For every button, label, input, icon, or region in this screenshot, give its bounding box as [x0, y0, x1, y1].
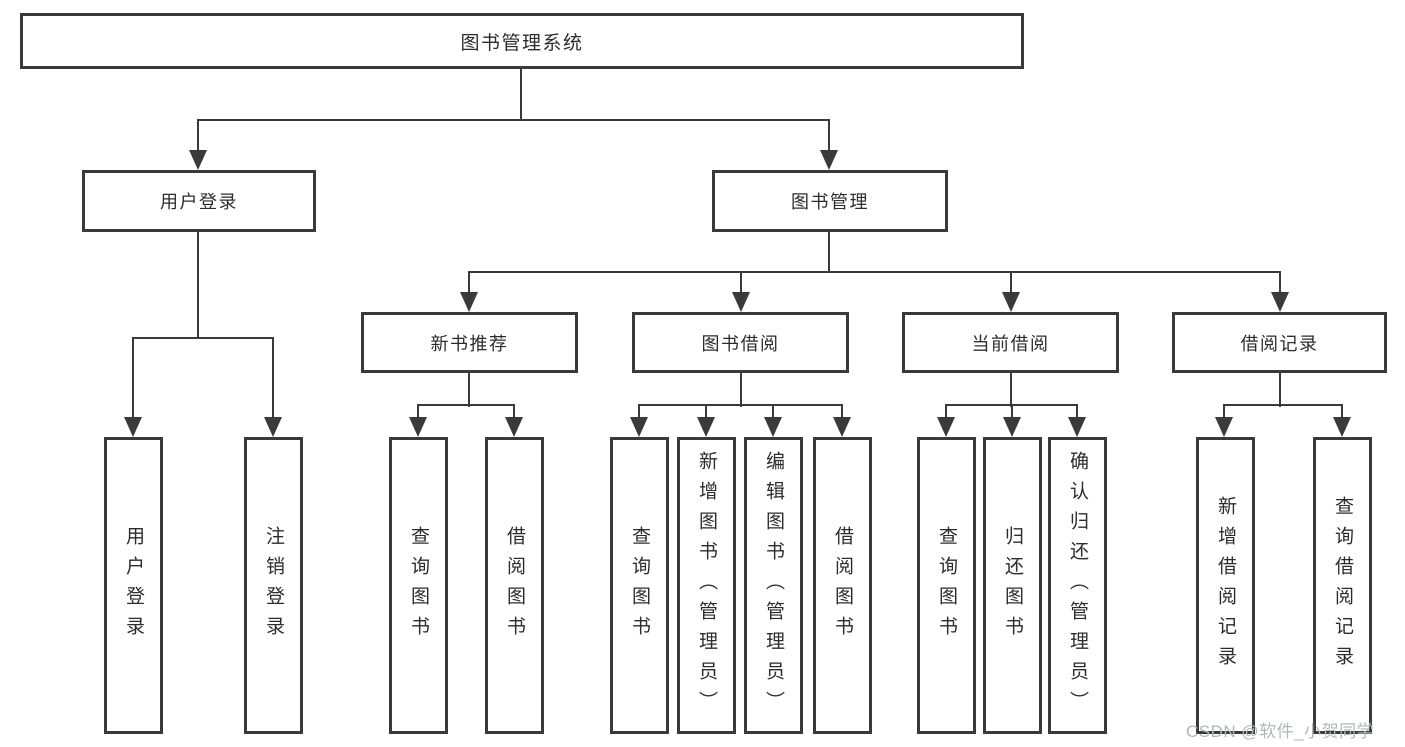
connector-drop-line — [705, 405, 707, 419]
connector-drop-line — [638, 405, 640, 419]
connector-drop-line — [417, 405, 419, 419]
leaf-br-add-record: 新增借阅记录 — [1196, 437, 1255, 734]
arrowhead-down-icon — [630, 417, 648, 437]
connector-stub — [740, 373, 742, 407]
arrowhead-down-icon — [764, 417, 782, 437]
connector-stub — [1010, 373, 1012, 407]
connector-drop-line — [740, 272, 742, 294]
arrowhead-down-icon — [1003, 417, 1021, 437]
node-user-login: 用户登录 — [82, 170, 316, 232]
arrowhead-down-icon — [1002, 292, 1020, 312]
leaf-bb-query-book: 查询图书 — [610, 437, 669, 734]
arrowhead-down-icon — [820, 150, 838, 170]
node-current-borrow: 当前借阅 — [902, 312, 1119, 373]
arrowhead-down-icon — [697, 417, 715, 437]
node-book-management-label: 图书管理 — [791, 192, 869, 212]
connector-rail — [1223, 404, 1343, 406]
connector-rail — [638, 404, 843, 406]
connector-drop-line — [772, 405, 774, 419]
arrowhead-down-icon — [1333, 417, 1351, 437]
connector-drop-line — [1279, 272, 1281, 294]
arrowhead-down-icon — [505, 417, 523, 437]
leaf-cb-return-book: 归还图书 — [983, 437, 1042, 734]
connector-rail — [417, 404, 515, 406]
node-user-login-label: 用户登录 — [160, 192, 238, 212]
connector-rail — [197, 119, 830, 121]
arrowhead-down-icon — [833, 417, 851, 437]
leaf-br-query-record: 查询借阅记录 — [1313, 437, 1372, 734]
connector-drop-line — [1010, 272, 1012, 294]
connector-drop-line — [1223, 405, 1225, 419]
leaf-br-add-record-label: 新增借阅记录 — [1215, 495, 1236, 676]
connector-drop-line — [1076, 405, 1078, 419]
node-new-book-recommend-label: 新书推荐 — [430, 333, 509, 354]
leaf-rec-borrow-book: 借阅图书 — [485, 437, 544, 734]
arrowhead-down-icon — [937, 417, 955, 437]
leaf-rec-query-book: 查询图书 — [389, 437, 448, 734]
node-book-borrow: 图书借阅 — [632, 312, 849, 373]
arrowhead-down-icon — [264, 417, 282, 437]
arrowhead-down-icon — [1215, 417, 1233, 437]
connector-rail — [468, 271, 1281, 273]
connector-stub — [828, 232, 830, 273]
connector-drop-line — [1011, 405, 1013, 419]
connector-drop-line — [197, 120, 199, 152]
connector-stub — [520, 69, 522, 121]
node-borrow-records-label: 借阅记录 — [1240, 333, 1319, 354]
arrowhead-down-icon — [1068, 417, 1086, 437]
connector-drop-line — [828, 120, 830, 152]
node-root: 图书管理系统 — [20, 13, 1024, 69]
node-book-management: 图书管理 — [712, 170, 948, 232]
leaf-bb-borrow-book-label: 借阅图书 — [832, 525, 853, 646]
node-borrow-records: 借阅记录 — [1172, 312, 1387, 373]
arrowhead-down-icon — [409, 417, 427, 437]
node-book-borrow-label: 图书借阅 — [701, 333, 780, 354]
leaf-user-login: 用户登录 — [104, 437, 163, 734]
leaf-logout: 注销登录 — [244, 437, 303, 734]
leaf-cb-return-book-label: 归还图书 — [1002, 525, 1023, 646]
connector-drop-line — [1341, 405, 1343, 419]
leaf-logout-label: 注销登录 — [263, 525, 284, 646]
connector-drop-line — [945, 405, 947, 419]
arrowhead-down-icon — [124, 417, 142, 437]
arrowhead-down-icon — [460, 292, 478, 312]
connector-drop-line — [272, 338, 274, 419]
node-root-label: 图书管理系统 — [460, 32, 584, 54]
leaf-cb-confirm-return-label: 确认归还（管理员） — [1067, 450, 1088, 721]
leaf-bb-edit-book: 编辑图书（管理员） — [744, 437, 803, 734]
connector-drop-line — [468, 272, 470, 294]
leaf-bb-edit-book-label: 编辑图书（管理员） — [763, 450, 784, 721]
arrowhead-down-icon — [1271, 292, 1289, 312]
connector-drop-line — [513, 405, 515, 419]
leaf-rec-borrow-book-label: 借阅图书 — [504, 525, 525, 646]
connector-rail — [132, 337, 274, 339]
connector-drop-line — [841, 405, 843, 419]
leaf-cb-query-book-label: 查询图书 — [936, 525, 957, 646]
arrowhead-down-icon — [189, 150, 207, 170]
leaf-bb-borrow-book: 借阅图书 — [813, 437, 872, 734]
connector-stub — [197, 232, 199, 339]
connector-stub — [1279, 373, 1281, 407]
leaf-user-login-label: 用户登录 — [123, 525, 144, 646]
leaf-rec-query-book-label: 查询图书 — [408, 525, 429, 646]
leaf-bb-add-book: 新增图书（管理员） — [677, 437, 736, 734]
connector-drop-line — [132, 338, 134, 419]
csdn-watermark: CSDN @软件_小贺同学 — [1186, 722, 1375, 741]
leaf-cb-confirm-return: 确认归还（管理员） — [1048, 437, 1107, 734]
node-current-borrow-label: 当前借阅 — [971, 333, 1050, 354]
arrowhead-down-icon — [732, 292, 750, 312]
connector-stub — [468, 373, 470, 407]
leaf-cb-query-book: 查询图书 — [917, 437, 976, 734]
leaf-br-query-record-label: 查询借阅记录 — [1332, 495, 1353, 676]
leaf-bb-query-book-label: 查询图书 — [629, 525, 650, 646]
leaf-bb-add-book-label: 新增图书（管理员） — [696, 450, 717, 721]
node-new-book-recommend: 新书推荐 — [361, 312, 578, 373]
